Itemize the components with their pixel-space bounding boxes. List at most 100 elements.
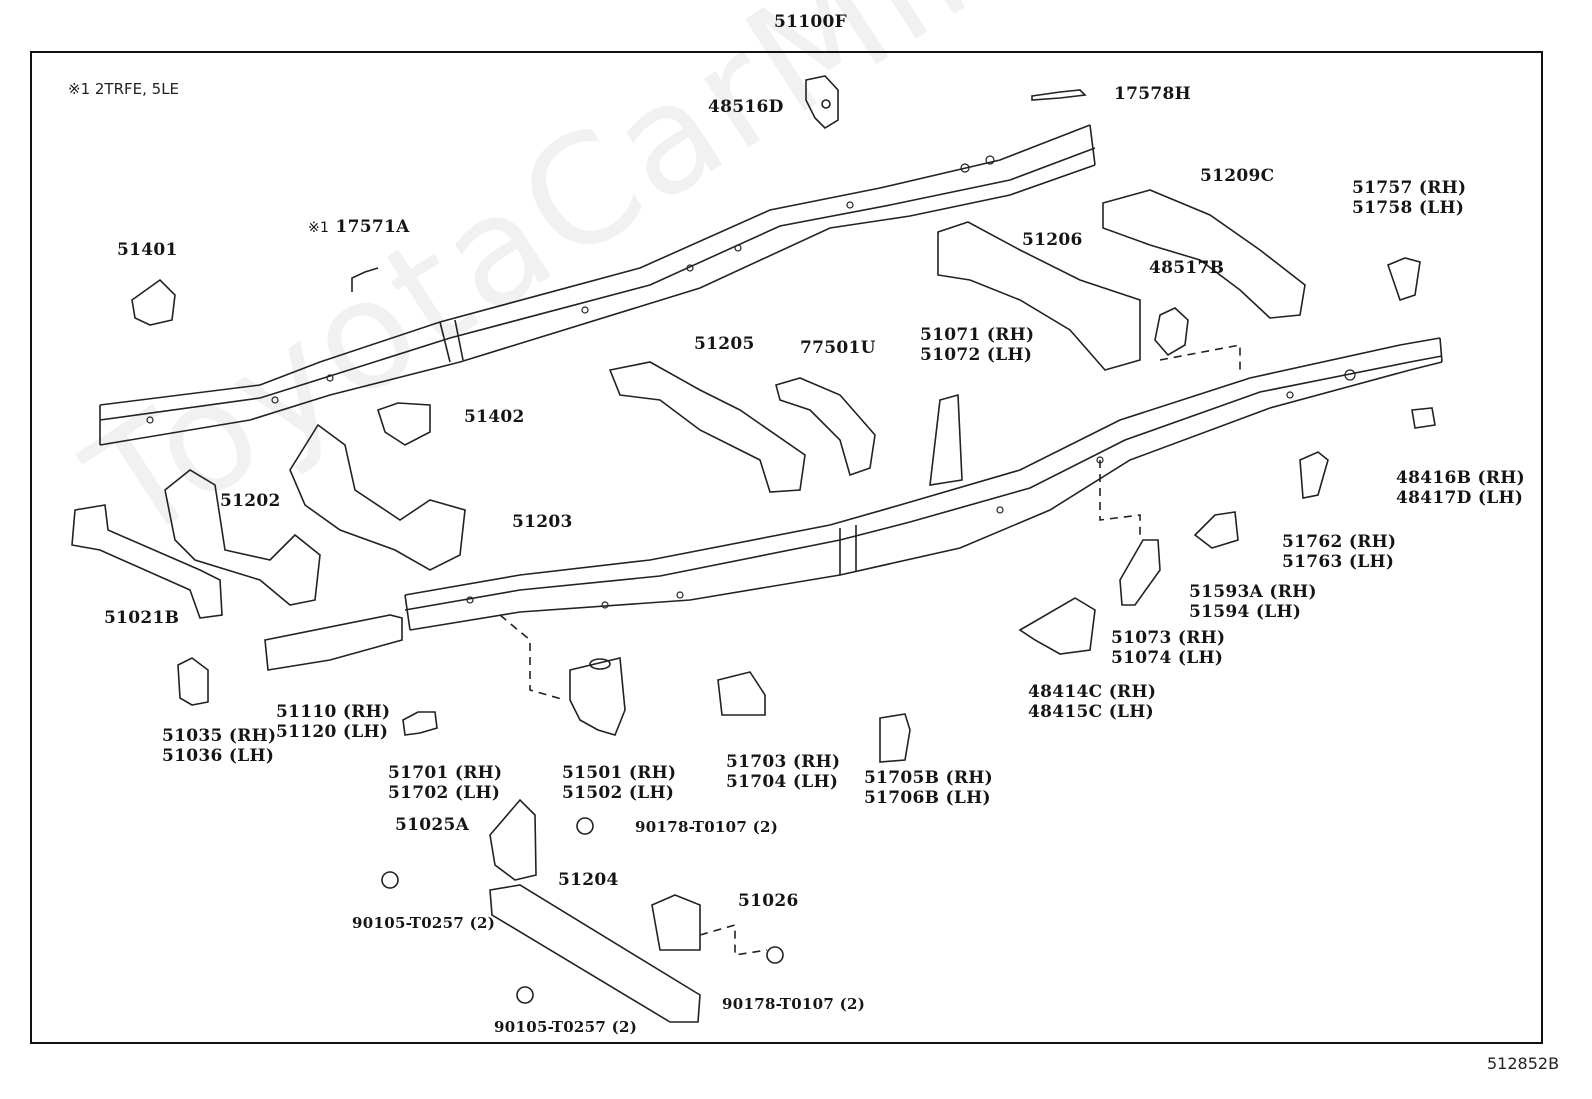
part-number-lh: 51763 (LH) bbox=[1282, 552, 1395, 572]
note-ref-marker: ※1 bbox=[308, 220, 330, 236]
part-51402-shape bbox=[377, 402, 431, 446]
part-label-17571A[interactable]: ※1 17571A bbox=[308, 217, 410, 238]
part-number-lh: 51594 (LH) bbox=[1189, 602, 1302, 622]
part-51110-shape bbox=[264, 614, 403, 671]
part-51021B-shape bbox=[71, 504, 223, 619]
part-51501-shape bbox=[569, 657, 626, 736]
part-label-51026[interactable]: 51026 bbox=[738, 891, 799, 911]
part-48517B-shape bbox=[1154, 307, 1189, 357]
frame-rail-upper bbox=[99, 124, 1096, 446]
part-label-48416B[interactable]: 48416B (RH) 48417D (LH) bbox=[1396, 468, 1525, 508]
part-number-rh: 48414C (RH) bbox=[1028, 682, 1157, 702]
part-51593A-shape bbox=[1193, 511, 1239, 549]
part-48416B-shape bbox=[1411, 407, 1436, 429]
part-51071-shape bbox=[929, 393, 963, 486]
bolt-90105-b-shape bbox=[516, 986, 534, 1004]
part-51703-shape bbox=[717, 671, 766, 716]
part-number-rh: 51593A (RH) bbox=[1189, 582, 1317, 602]
part-label-51705B[interactable]: 51705B (RH) 51706B (LH) bbox=[864, 768, 993, 808]
part-number-lh: 51702 (LH) bbox=[388, 783, 501, 803]
part-label-51202[interactable]: 51202 bbox=[220, 491, 281, 511]
part-label-77501U[interactable]: 77501U bbox=[800, 338, 876, 358]
part-number-rh: 48416B (RH) bbox=[1396, 468, 1526, 488]
part-number-lh: 48415C (LH) bbox=[1028, 702, 1154, 722]
part-17578H-shape bbox=[1031, 89, 1087, 101]
nut-90178-a-shape bbox=[576, 817, 594, 835]
part-48414C-shape bbox=[1018, 597, 1096, 655]
part-number-rh: 51073 (RH) bbox=[1111, 628, 1226, 648]
part-number-rh: 51071 (RH) bbox=[920, 325, 1035, 345]
part-label-51501[interactable]: 51501 (RH) 51502 (LH) bbox=[562, 763, 676, 803]
part-17571A-shape bbox=[351, 267, 379, 292]
part-number-lh: 48417D (LH) bbox=[1396, 488, 1524, 508]
diagram-frame bbox=[30, 51, 1543, 1044]
part-label-51401[interactable]: 51401 bbox=[117, 240, 178, 260]
part-number-rh: 51035 (RH) bbox=[162, 726, 277, 746]
part-51206-shape bbox=[937, 221, 1141, 371]
part-51026-shape bbox=[651, 894, 701, 951]
part-label-51021B[interactable]: 51021B bbox=[104, 608, 180, 628]
part-label-90105-T0257-lower[interactable]: 90105-T0257 (2) bbox=[494, 1018, 638, 1036]
part-label-51035[interactable]: 51035 (RH) 51036 (LH) bbox=[162, 726, 276, 766]
part-number-rh: 51703 (RH) bbox=[726, 752, 841, 772]
part-51401-shape bbox=[131, 278, 176, 326]
part-51757-shape bbox=[1386, 257, 1421, 302]
part-number-lh: 51072 (LH) bbox=[920, 345, 1033, 365]
part-label-51703[interactable]: 51703 (RH) 51704 (LH) bbox=[726, 752, 840, 792]
part-number-lh: 51704 (LH) bbox=[726, 772, 839, 792]
part-51073-shape bbox=[1119, 539, 1161, 606]
part-label-51206[interactable]: 51206 bbox=[1022, 230, 1083, 250]
part-label-90178-T0107-upper[interactable]: 90178-T0107 (2) bbox=[635, 818, 779, 836]
bolt-90105-a-shape bbox=[381, 871, 399, 889]
part-51203-shape bbox=[289, 423, 466, 571]
part-label-90105-T0257-upper[interactable]: 90105-T0257 (2) bbox=[352, 914, 496, 932]
part-number-lh: 51120 (LH) bbox=[276, 722, 389, 742]
part-51202-shape bbox=[164, 469, 321, 606]
part-label-51701[interactable]: 51701 (RH) 51702 (LH) bbox=[388, 763, 502, 803]
part-51035-shape bbox=[177, 657, 209, 706]
part-label-51110[interactable]: 51110 (RH) 51120 (LH) bbox=[276, 702, 390, 742]
part-51705B-shape bbox=[879, 713, 911, 763]
part-number-rh: 51757 (RH) bbox=[1352, 178, 1467, 198]
part-number-lh: 51758 (LH) bbox=[1352, 198, 1465, 218]
part-label-48414C[interactable]: 48414C (RH) 48415C (LH) bbox=[1028, 682, 1156, 722]
part-number-rh: 51701 (RH) bbox=[388, 763, 503, 783]
part-51209C-shape bbox=[1102, 189, 1306, 319]
part-51205-shape bbox=[608, 361, 806, 493]
part-number-rh: 51501 (RH) bbox=[562, 763, 677, 783]
part-label-51593A[interactable]: 51593A (RH) 51594 (LH) bbox=[1189, 582, 1317, 622]
part-label-51762[interactable]: 51762 (RH) 51763 (LH) bbox=[1282, 532, 1396, 572]
part-label-51205[interactable]: 51205 bbox=[694, 334, 755, 354]
part-number-rh: 51762 (RH) bbox=[1282, 532, 1397, 552]
part-number-lh: 51502 (LH) bbox=[562, 783, 675, 803]
applicability-note: ※1 2TRFE, 5LE bbox=[68, 80, 180, 98]
part-77501U-shape bbox=[775, 377, 876, 477]
part-number: 17571A bbox=[335, 217, 410, 237]
part-label-48516D[interactable]: 48516D bbox=[708, 97, 784, 117]
part-label-51071[interactable]: 51071 (RH) 51072 (LH) bbox=[920, 325, 1034, 365]
part-label-17578H[interactable]: 17578H bbox=[1114, 84, 1192, 104]
part-label-48517B[interactable]: 48517B bbox=[1149, 258, 1225, 278]
frame-rail-lower bbox=[404, 337, 1443, 631]
part-51025A-shape bbox=[489, 798, 537, 881]
part-number-lh: 51074 (LH) bbox=[1111, 648, 1224, 668]
part-label-51204[interactable]: 51204 bbox=[558, 870, 619, 890]
part-label-51209C[interactable]: 51209C bbox=[1200, 166, 1275, 186]
assembly-dash-lines bbox=[499, 344, 1241, 956]
part-51701-shape bbox=[402, 711, 438, 736]
figure-code: 512852B bbox=[1487, 1054, 1560, 1073]
part-number-rh: 51705B (RH) bbox=[864, 768, 994, 788]
nut-90178-b-shape bbox=[766, 946, 784, 964]
part-51762-shape bbox=[1299, 451, 1329, 499]
part-label-51025A[interactable]: 51025A bbox=[395, 815, 470, 835]
part-label-51402[interactable]: 51402 bbox=[464, 407, 525, 427]
part-label-51203[interactable]: 51203 bbox=[512, 512, 573, 532]
part-number-lh: 51706B (LH) bbox=[864, 788, 991, 808]
part-number-rh: 51110 (RH) bbox=[276, 702, 391, 722]
part-label-90178-T0107-lower[interactable]: 90178-T0107 (2) bbox=[722, 995, 866, 1013]
part-label-51073[interactable]: 51073 (RH) 51074 (LH) bbox=[1111, 628, 1225, 668]
part-label-51757[interactable]: 51757 (RH) 51758 (LH) bbox=[1352, 178, 1466, 218]
part-48516D-shape bbox=[805, 75, 839, 130]
part-label-51100F[interactable]: 51100F bbox=[774, 12, 848, 32]
